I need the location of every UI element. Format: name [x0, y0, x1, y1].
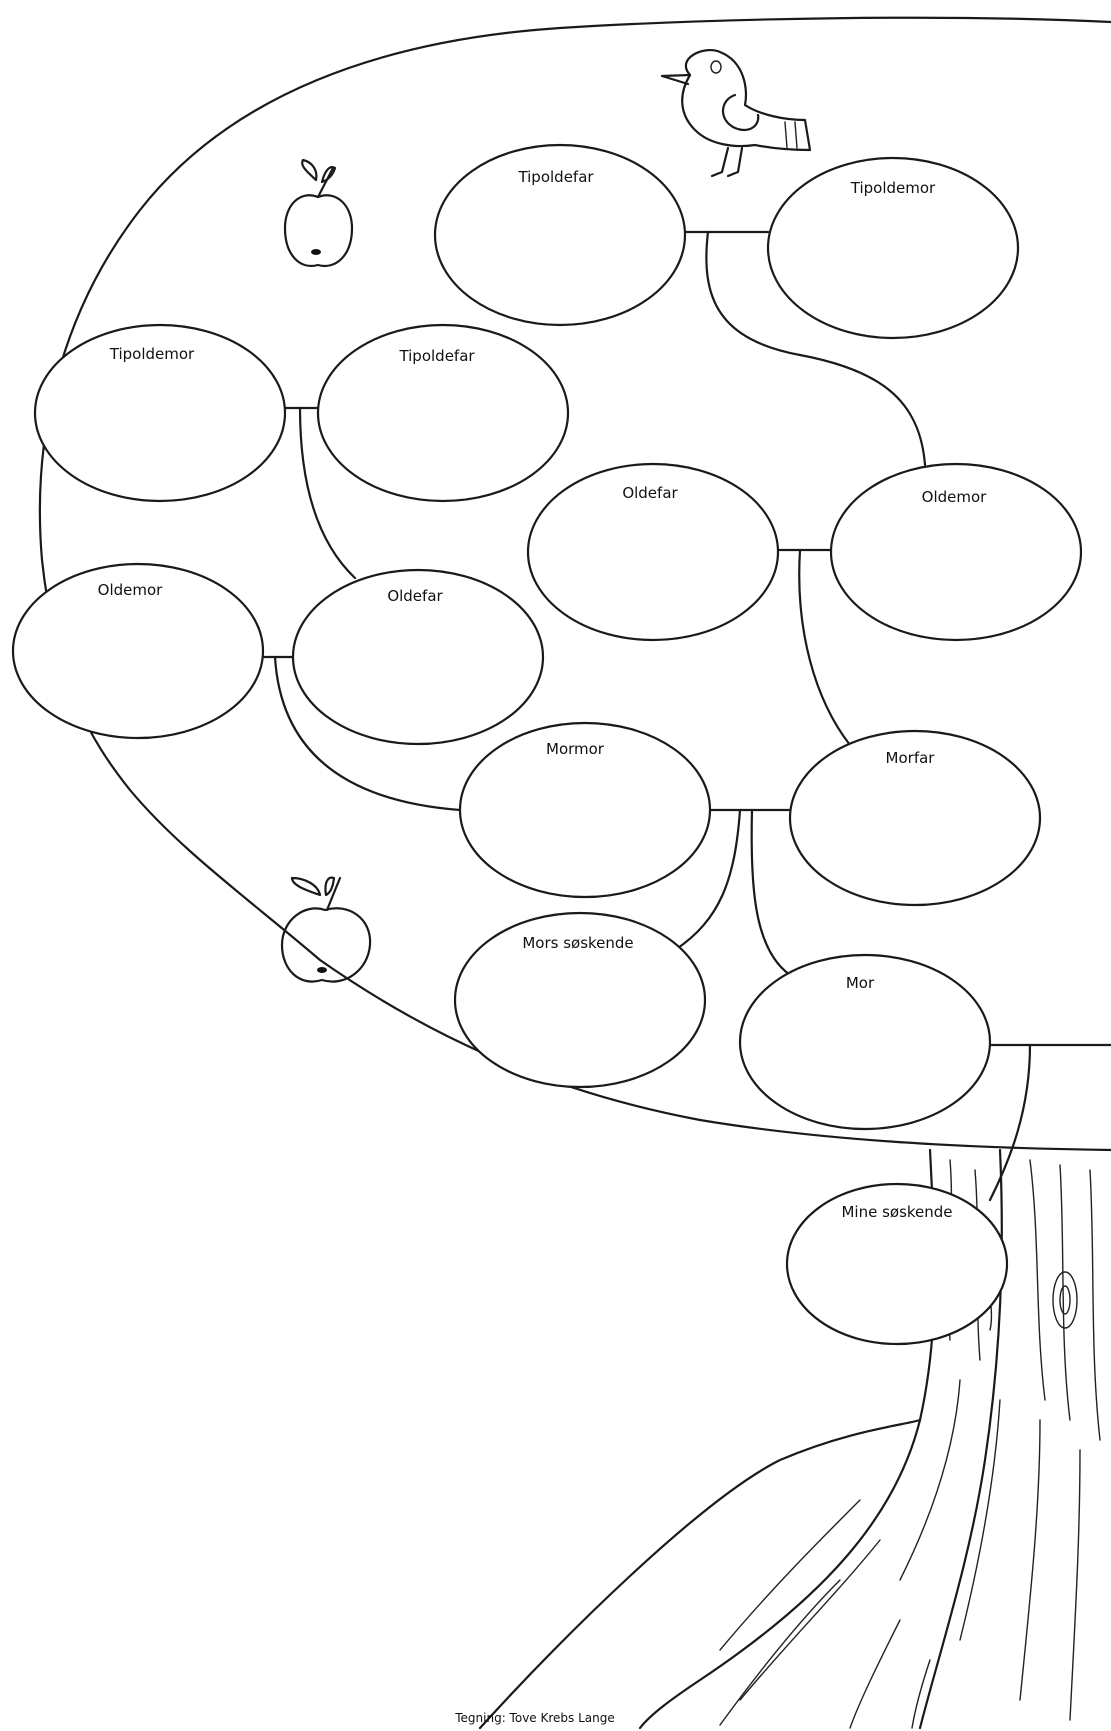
node-label: Tipoldemor	[109, 345, 195, 363]
node-label: Tipoldefar	[398, 347, 475, 365]
node-mors-soskende: Mors søskende	[455, 913, 705, 1087]
node-label: Mors søskende	[522, 934, 633, 952]
node-tipoldemor-top: Tipoldemor	[768, 158, 1018, 338]
tree-trunk	[480, 1150, 1100, 1728]
node-label: Mor	[846, 974, 875, 992]
node-oldemor-left: Oldemor	[13, 564, 263, 738]
node-label: Morfar	[886, 749, 936, 767]
apple-icon	[282, 878, 370, 982]
node-tipoldemor-left: Tipoldemor	[35, 325, 285, 501]
node-tipoldefar-top: Tipoldefar	[435, 145, 685, 325]
node-label: Oldemor	[98, 581, 164, 599]
bird-icon	[662, 50, 810, 176]
node-label: Mine søskende	[841, 1203, 952, 1221]
node-oldemor-right: Oldemor	[831, 464, 1081, 640]
node-label: Mormor	[546, 740, 605, 758]
node-label: Tipoldemor	[850, 179, 936, 197]
node-morfar: Morfar	[790, 731, 1040, 905]
apple-icon	[285, 160, 352, 266]
node-mormor: Mormor	[460, 723, 710, 897]
node-mor: Mor	[740, 955, 990, 1129]
node-mine-soskende: Mine søskende	[787, 1184, 1007, 1344]
node-oldefar-right: Oldefar	[528, 464, 778, 640]
node-label: Tipoldefar	[517, 168, 594, 186]
illustration-credit: Tegning: Tove Krebs Lange	[454, 1711, 615, 1725]
node-tipoldefar-left: Tipoldefar	[318, 325, 568, 501]
node-oldefar-left: Oldefar	[293, 570, 543, 744]
node-label: Oldemor	[922, 488, 988, 506]
node-label: Oldefar	[387, 587, 443, 605]
node-label: Oldefar	[622, 484, 678, 502]
